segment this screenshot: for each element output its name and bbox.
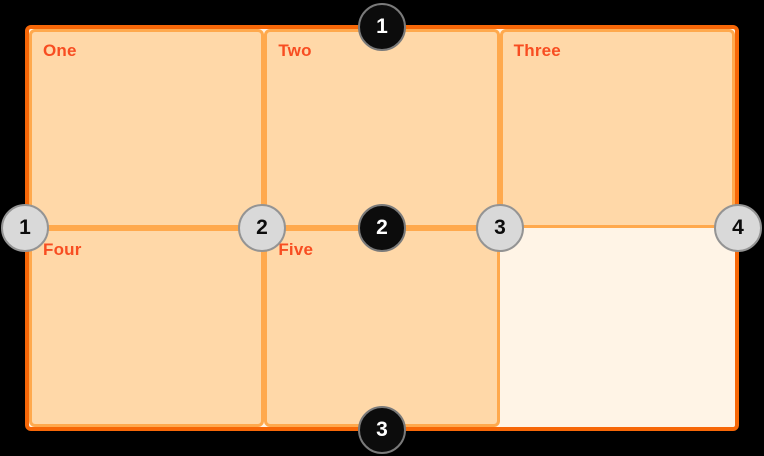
column-line-number-4: 4 (732, 216, 744, 239)
cell-label-five: Five (278, 240, 314, 259)
grid-cell-three: Three (499, 29, 735, 228)
column-line-number-3: 3 (494, 216, 506, 239)
column-line-badge-2: 2 (238, 204, 286, 252)
column-line-number-1: 1 (19, 216, 31, 239)
cell-label-one: One (43, 41, 77, 60)
grid-cell-empty (500, 228, 735, 427)
row-line-badge-1: 1 (358, 3, 406, 51)
grid-cells: One Two Three Four Five (29, 29, 735, 427)
column-line-number-2: 2 (256, 216, 268, 239)
row-line-badge-2: 2 (358, 204, 406, 252)
cell-label-three: Three (513, 41, 561, 60)
column-line-badge-1: 1 (1, 204, 49, 252)
row-line-number-2: 2 (376, 216, 388, 239)
cell-label-two: Two (278, 41, 312, 60)
row-line-badge-3: 3 (358, 406, 406, 454)
column-line-badge-4: 4 (714, 204, 762, 252)
cell-label-four: Four (43, 240, 82, 259)
grid-cell-two: Two (264, 29, 500, 228)
row-line-number-3: 3 (376, 418, 388, 441)
row-line-number-1: 1 (376, 15, 388, 38)
grid-container: One Two Three Four Five (25, 25, 739, 431)
column-line-badge-3: 3 (476, 204, 524, 252)
grid-cell-five: Five (264, 228, 500, 427)
grid-cell-one: One (29, 29, 265, 228)
grid-cell-four: Four (29, 228, 265, 427)
